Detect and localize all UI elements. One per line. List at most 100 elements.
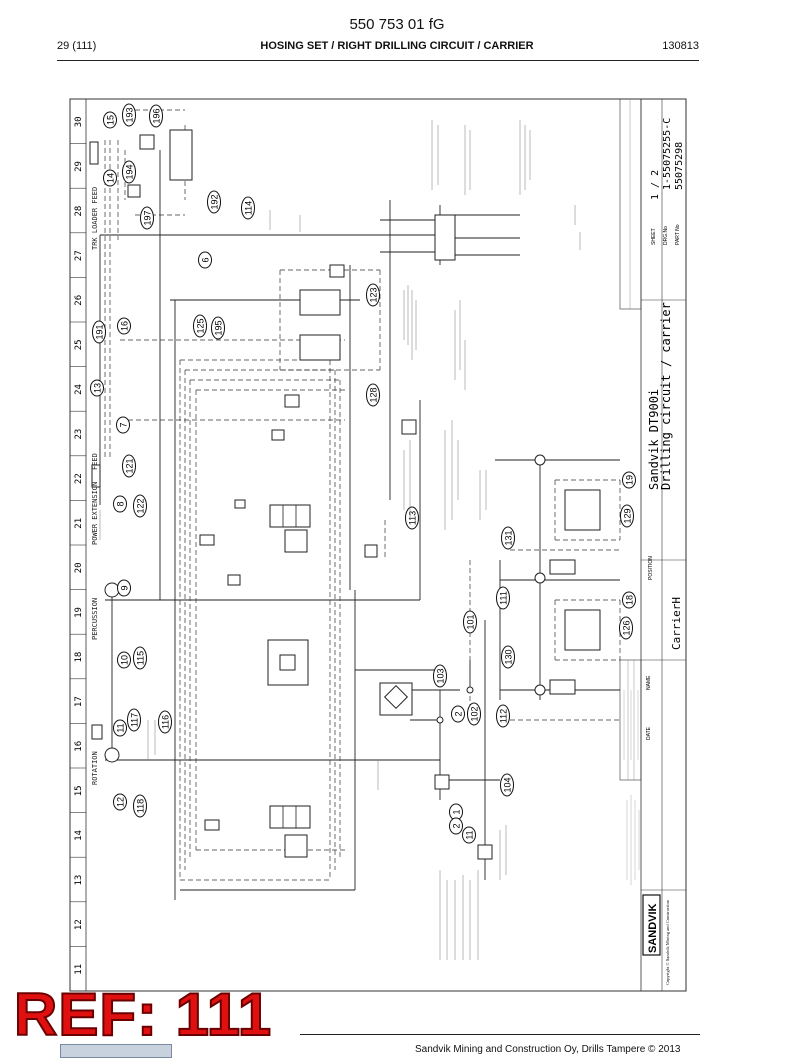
component-balloon: 131 (501, 526, 515, 550)
component-balloon: 7 (116, 416, 130, 434)
component-balloon: 14 (103, 169, 117, 187)
page-title: HOSING SET / RIGHT DRILLING CIRCUIT / CA… (260, 40, 534, 52)
balloon-label: 12 (116, 797, 126, 807)
balloon-label: 118 (136, 799, 146, 813)
component-balloon: 195 (211, 316, 225, 340)
balloon-label: 104 (503, 777, 513, 792)
hydraulic-lines (99, 150, 620, 900)
component-balloon: 116 (158, 710, 172, 734)
label-feed: FEED (91, 453, 99, 470)
balloon-label: 101 (466, 614, 476, 629)
balloon-label: 14 (106, 173, 116, 183)
balloon-label: 192 (210, 194, 220, 209)
column-number: 22 (74, 473, 84, 484)
column-number: 16 (74, 741, 84, 752)
balloon-label: 8 (116, 501, 126, 506)
balloon-label: 130 (504, 649, 514, 664)
component-balloon: 102 (467, 702, 481, 726)
component-balloon: 6 (198, 251, 212, 269)
section-name: CarrierH (670, 597, 683, 650)
valve-blocks (89, 129, 601, 860)
balloon-label: 113 (408, 511, 418, 525)
column-number: 18 (74, 652, 84, 663)
balloon-label: 112 (499, 709, 509, 723)
label-percussion: PERCUSSION (91, 598, 99, 640)
balloon-label: 18 (625, 595, 635, 605)
date-table (623, 690, 639, 760)
column-number: 17 (74, 696, 84, 707)
field-label-sheet: SHEET (651, 228, 657, 245)
column-number: 19 (74, 607, 84, 618)
column-number: 23 (74, 429, 84, 440)
balloon-label: 121 (125, 458, 135, 473)
field-label-date: DATE (646, 726, 652, 740)
component-balloon: 129 (620, 504, 634, 528)
column-number: 26 (74, 295, 84, 306)
component-balloon: 15 (103, 111, 117, 129)
drawing-frame (69, 98, 687, 992)
column-number: 21 (74, 518, 84, 529)
label-trk-loader-feed: TRK LOADER FEED (91, 187, 99, 250)
pumps-motors (104, 454, 546, 763)
component-balloon: 122 (133, 494, 147, 518)
balloon-label: 6 (201, 257, 211, 262)
component-balloon: 191 (92, 320, 106, 344)
sheet-number: 1 / 2 (650, 170, 661, 200)
footer-rule (300, 1034, 700, 1035)
title-block: Sandvik DT900i Drilling circuit / carrie… (619, 98, 687, 992)
component-balloon: 117 (127, 708, 141, 732)
balloon-label: 16 (120, 321, 130, 331)
column-number: 29 (74, 161, 84, 172)
balloon-label: 15 (106, 115, 116, 125)
component-balloon: 12 (113, 793, 127, 811)
field-label-name: NAME (646, 675, 652, 690)
component-balloon: 2 (449, 817, 463, 835)
document-number: 550 753 01 fG (349, 16, 445, 33)
balloon-label: 2 (454, 711, 464, 716)
balloon-label: 196 (152, 108, 162, 123)
balloon-label: 122 (136, 498, 146, 513)
balloon-label: 19 (625, 475, 635, 485)
header-rule (57, 60, 699, 61)
column-number: 28 (74, 206, 84, 217)
balloon-label: 2 (452, 823, 462, 828)
balloon-label: 7 (119, 422, 129, 427)
revision-notes (626, 795, 640, 885)
label-rotation: ROTATION (91, 751, 99, 785)
balloon-label: 111 (499, 591, 509, 605)
balloon-label: 193 (125, 107, 135, 122)
balloon-label: 9 (120, 585, 130, 590)
balloon-label: 10 (120, 655, 130, 665)
product-name: Sandvik DT900i (647, 389, 661, 490)
component-balloon: 9 (117, 579, 131, 597)
balloon-label: 195 (214, 320, 224, 335)
component-balloon: 196 (149, 104, 163, 128)
balloon-label: 125 (196, 318, 206, 333)
component-balloon: 126 (619, 616, 633, 640)
column-number: 27 (74, 250, 84, 261)
component-balloon: 111 (496, 586, 510, 610)
component-balloon: 101 (463, 610, 477, 634)
copyright-text: Copyright © Sandvik Mining and Construct… (665, 899, 670, 985)
component-balloon: 130 (501, 645, 515, 669)
component-balloon: 123 (366, 283, 380, 307)
field-label-position: POSITION (648, 556, 654, 580)
component-balloon: 121 (122, 454, 136, 478)
balloon-label: 117 (130, 713, 140, 727)
label-power-extension: POWER EXTENSION (91, 482, 99, 545)
component-balloon: 128 (366, 383, 380, 407)
component-balloon: 19 (622, 471, 636, 489)
column-number: 15 (74, 785, 84, 796)
balloon-label: 197 (143, 210, 153, 225)
balloon-label: 128 (369, 387, 379, 402)
component-balloon: 194 (122, 160, 136, 184)
part-number: 55075298 (674, 142, 685, 190)
balloon-label: 11 (116, 723, 126, 732)
balloon-label: 194 (125, 164, 135, 179)
component-balloon: 197 (140, 206, 154, 230)
field-label-part: PART No (675, 224, 681, 245)
balloon-label: 191 (95, 324, 105, 339)
